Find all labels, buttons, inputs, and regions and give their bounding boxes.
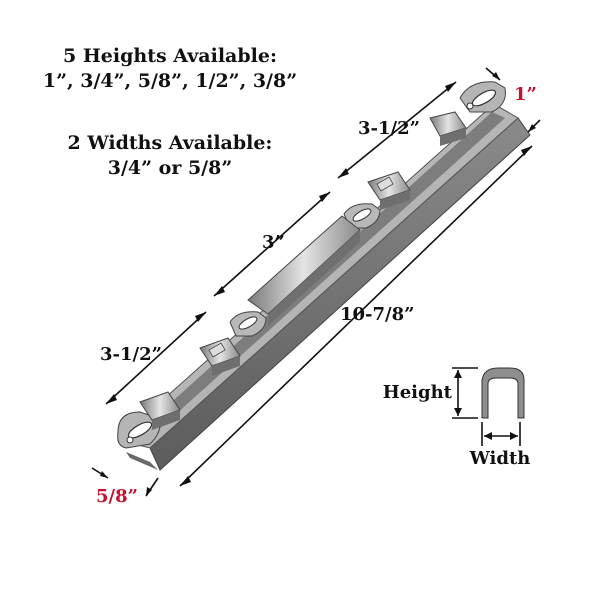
dim-line-segment-middle bbox=[213, 191, 331, 297]
bottom-mounting-tab bbox=[117, 411, 161, 449]
dim-line-segment-bottom bbox=[105, 311, 207, 405]
profile-height-label: Height bbox=[383, 382, 453, 403]
heights-list: 1”, 3/4”, 5/8”, 1/2”, 3/8” bbox=[43, 70, 297, 92]
profile-inset bbox=[452, 367, 525, 446]
guide-lower-tab bbox=[229, 311, 267, 337]
profile-width-label: Width bbox=[469, 448, 531, 469]
widths-list: 3/4” or 5/8” bbox=[108, 157, 233, 179]
profile-u-channel bbox=[481, 367, 525, 419]
bottom-slot-hole bbox=[127, 421, 153, 439]
overall-length-label: 10-7/8” bbox=[340, 304, 415, 325]
guide-clip-2 bbox=[367, 171, 411, 210]
width-callout-label: 5/8” bbox=[96, 486, 138, 507]
guide-clip-1 bbox=[429, 111, 467, 146]
widths-title: 2 Widths Available: bbox=[68, 132, 273, 154]
guide-bottom-shade bbox=[126, 452, 158, 470]
drawer-guide-part bbox=[116, 81, 531, 471]
dim-line-height-callout bbox=[485, 67, 541, 133]
dim-line-width-callout bbox=[91, 467, 159, 497]
guide-middle-tab bbox=[343, 203, 381, 229]
guide-clip-3 bbox=[199, 337, 241, 376]
dim-line-overall-length bbox=[179, 145, 533, 487]
dim-line-segment-top bbox=[337, 81, 457, 179]
guide-center-block bbox=[247, 215, 361, 326]
height-callout-label: 1” bbox=[514, 84, 537, 105]
segment-middle-label: 3” bbox=[262, 232, 285, 253]
top-mounting-tab bbox=[459, 81, 506, 113]
segment-bottom-label: 3-1/2” bbox=[100, 344, 162, 365]
heights-title: 5 Heights Available: bbox=[63, 45, 277, 67]
guide-clip-4 bbox=[139, 391, 181, 430]
segment-top-label: 3-1/2” bbox=[358, 118, 420, 139]
